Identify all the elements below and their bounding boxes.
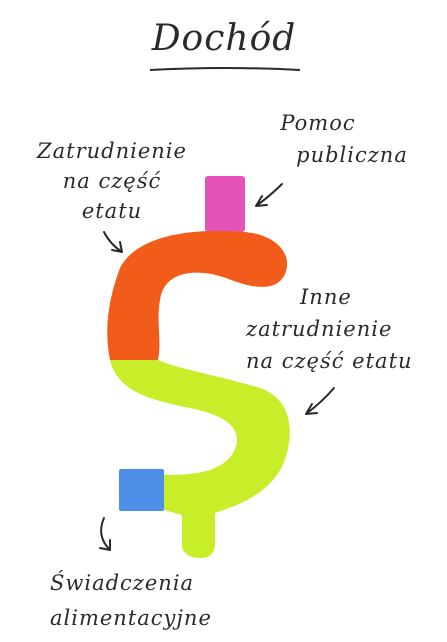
label-public-assistance: Pomoc publiczna <box>279 111 408 167</box>
segment-part-time-employment <box>107 230 288 360</box>
arrow-icon <box>305 387 335 415</box>
label-child-support: Świadczenia alimentacyjne <box>50 571 212 630</box>
dollar-sign-icon <box>107 176 290 558</box>
segment-public-assistance <box>205 176 245 232</box>
label-line: publiczna <box>296 143 408 167</box>
title-underline <box>149 67 301 71</box>
arrow-icon <box>255 183 283 207</box>
label-line: Zatrudnienie <box>36 139 187 163</box>
arrow-icon <box>103 231 123 253</box>
label-other-part-time-employment: Inne zatrudnienie na część etatu <box>245 285 413 373</box>
label-line: Pomoc <box>279 111 355 135</box>
segment-child-support <box>119 469 164 511</box>
label-line: etatu <box>82 199 142 223</box>
label-line: alimentacyjne <box>50 606 212 630</box>
label-line: Świadczenia <box>50 571 194 595</box>
label-line: na część etatu <box>246 349 413 373</box>
label-line: zatrudnienie <box>245 317 392 341</box>
label-line: Inne <box>299 285 352 309</box>
segment-other-part-time-employment <box>110 360 290 558</box>
label-part-time-employment: Zatrudnienie na część etatu <box>36 139 187 223</box>
page-title: Dochód <box>151 18 297 59</box>
arrow-icon <box>99 517 111 551</box>
label-line: na część <box>63 169 162 193</box>
